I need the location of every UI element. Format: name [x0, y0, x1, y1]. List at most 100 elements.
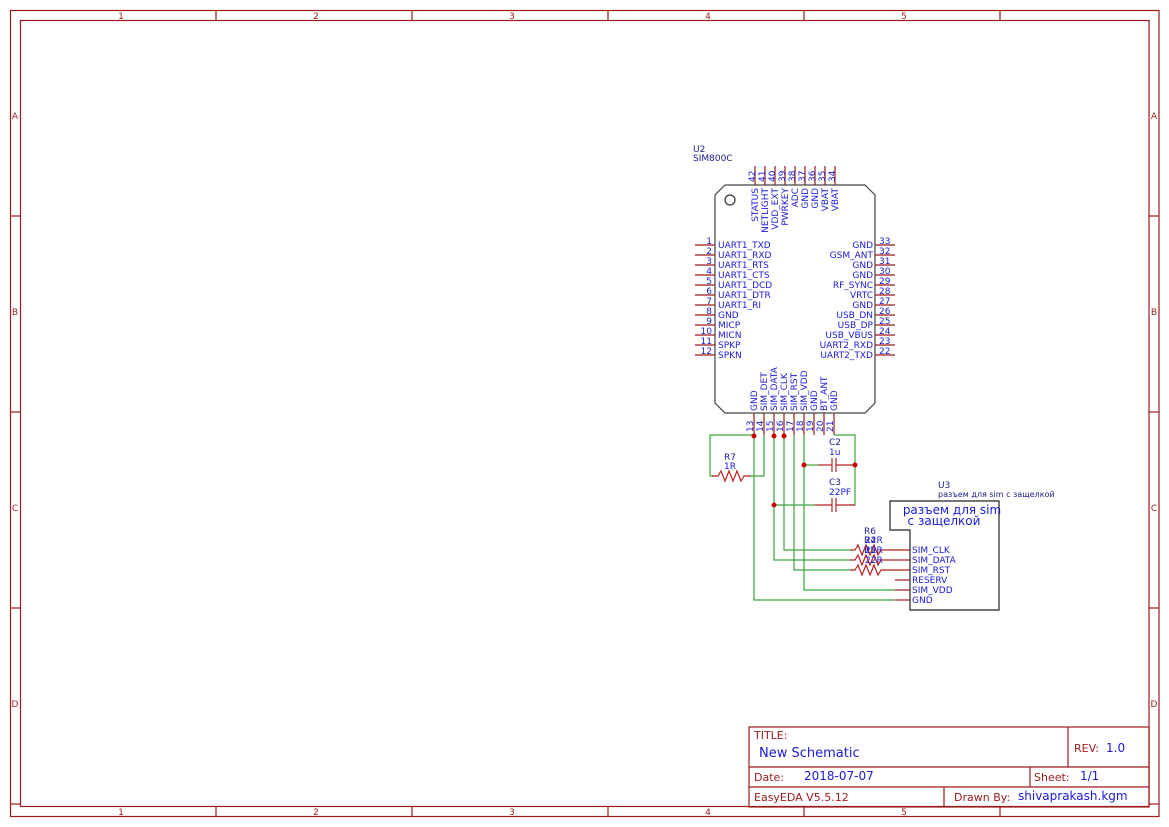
u2-part: SIM800C — [693, 154, 733, 164]
u3-ref: U3 — [938, 481, 950, 491]
pin-number: 14 — [756, 420, 766, 432]
pin-number: 33 — [879, 237, 890, 247]
pin-name: USB_DN — [836, 311, 873, 321]
u2-left-pins: 1 2 3 4 5 6 7 8 9 10 11 12 UART1_TXD UAR… — [695, 237, 772, 361]
pin1-marker-icon — [724, 194, 736, 206]
pin-name: UART1_CTS — [718, 271, 770, 281]
r4-value: 22R — [865, 546, 883, 556]
wires — [709, 434, 895, 601]
row-label: C — [12, 504, 18, 514]
u3-sim-holder[interactable]: U3 разъем для sim с защелкой разъем для … — [889, 481, 1055, 611]
pin-number: 36 — [808, 170, 818, 182]
pin-number: 27 — [879, 297, 890, 307]
pin-name: MICN — [718, 331, 741, 341]
title-label: TITLE: — [753, 729, 787, 742]
pin-name: UART1_DCD — [718, 281, 772, 291]
pin-name: GND — [750, 390, 760, 411]
pin-number: 28 — [879, 287, 891, 297]
pin-name: VBAT — [821, 188, 831, 212]
column-label: 5 — [901, 12, 907, 22]
resistor-r7[interactable]: R7 1R — [712, 453, 750, 483]
u3-title-line2: с защелкой — [908, 514, 981, 528]
u2-top-pins: 42 41 40 39 38 37 36 35 34 STATUS NETLIG… — [748, 166, 841, 233]
row-label: B — [1151, 308, 1157, 318]
row-label: A — [1151, 112, 1158, 122]
pin-number: 23 — [879, 337, 890, 347]
pin-name: SPKN — [718, 351, 742, 361]
pin-name: SIM_CLK — [912, 546, 951, 556]
column-label: 3 — [509, 808, 515, 818]
pin-number: 1 — [706, 237, 712, 247]
pin-number: 42 — [748, 171, 758, 182]
pin-number: 20 — [816, 420, 826, 432]
pin-number: 15 — [766, 421, 776, 432]
pin-name: VBAT — [831, 188, 841, 212]
pin-name: RESERV — [912, 576, 948, 586]
u2-ref: U2 — [693, 145, 705, 155]
pin-name: UART2_TXD — [820, 351, 873, 361]
pin-name: USB_DP — [838, 321, 874, 331]
pin-name: GND — [810, 390, 820, 411]
pin-name: VRTC — [850, 291, 873, 301]
pin-number: 5 — [706, 277, 712, 287]
pin-name: BT_ANT — [820, 376, 830, 411]
pin-number: 22 — [879, 347, 890, 357]
r6-ref: R6 — [864, 527, 876, 537]
pin-number: 41 — [758, 171, 768, 182]
pin-name: GND — [912, 596, 933, 606]
pin-number: 6 — [706, 287, 712, 297]
pin-number: 12 — [701, 347, 712, 357]
pin-name: SIM_VDD — [800, 370, 810, 411]
pin-number: 37 — [798, 171, 808, 182]
pin-name: PWRKEY — [781, 188, 791, 226]
u2-sim800c[interactable]: U2 SIM800C 42 41 40 39 38 37 36 35 34 ST… — [693, 145, 895, 435]
title-block: TITLE: New Schematic REV: 1.0 Date: 2018… — [748, 726, 1150, 808]
r7-value: 1R — [724, 462, 736, 472]
pin-name: VDD_EXT — [771, 188, 781, 230]
pin-number: 25 — [879, 317, 890, 327]
capacitor-c3[interactable]: C3 22PF — [815, 478, 855, 512]
column-label: 4 — [705, 12, 711, 22]
pin-number: 16 — [776, 420, 786, 432]
pin-number: 2 — [706, 247, 712, 257]
pin-number: 32 — [879, 247, 890, 257]
pin-number: 11 — [701, 337, 712, 347]
row-dividers — [10, 215, 1159, 805]
u2-body — [714, 184, 876, 414]
series-resistors[interactable]: R6 R4 22R R5 22R 22R — [850, 527, 910, 577]
pin-name: RF_SYNC — [833, 281, 873, 291]
wire-sim-clk — [783, 435, 850, 551]
pin-name: NETLIGHT — [761, 188, 771, 233]
u2-right-pins: 33 32 31 30 29 28 27 26 25 24 23 22 GND … — [820, 237, 895, 361]
pin-name: ADC — [791, 188, 801, 207]
pin-number: 31 — [879, 257, 890, 267]
pin-number: 8 — [706, 307, 712, 317]
pin-name: GND — [830, 390, 840, 411]
schematic-title: New Schematic — [759, 746, 860, 761]
wire-gnd — [753, 435, 895, 601]
resistor-r4 — [850, 553, 910, 567]
pin-number: 7 — [706, 297, 712, 307]
pin-number: 39 — [778, 170, 788, 182]
pin-name: SIM_RST — [912, 566, 951, 576]
junctions — [751, 433, 858, 508]
pin-name: GSM_ANT — [830, 251, 874, 261]
pin-number: 9 — [706, 317, 712, 327]
pin-number: 40 — [768, 170, 778, 182]
column-label: 2 — [313, 808, 319, 818]
r5-ref: R5 — [864, 546, 876, 556]
u3-body — [889, 500, 1000, 611]
pin-name: MICP — [718, 321, 741, 331]
pin-name: UART1_RTS — [718, 261, 769, 271]
pin-number: 21 — [826, 421, 836, 432]
resistor-r5 — [850, 563, 910, 577]
sheet-label: Sheet: — [1034, 771, 1070, 784]
capacitor-c2[interactable]: C2 1u — [818, 438, 855, 472]
pin-number: 13 — [746, 421, 756, 432]
pin-number: 10 — [701, 327, 713, 337]
drawn-by-label: Drawn By: — [954, 791, 1010, 804]
u3-title-line1: разъем для sim — [903, 503, 1001, 517]
pin-number: 17 — [786, 421, 796, 432]
column-label: 1 — [118, 808, 124, 818]
